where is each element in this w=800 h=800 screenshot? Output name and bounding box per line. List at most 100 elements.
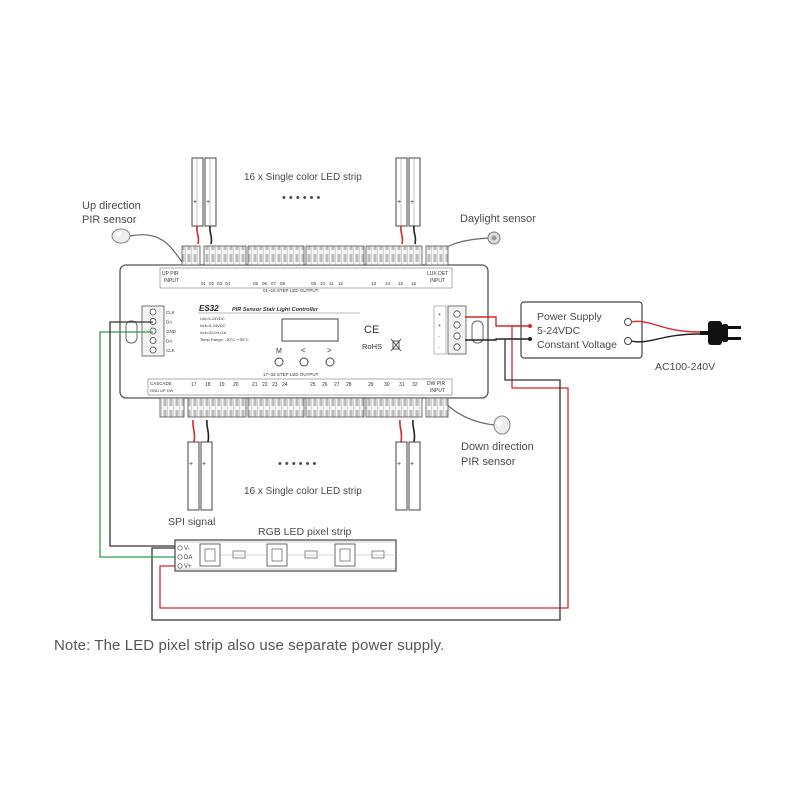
spi-pin-2 — [149, 327, 157, 335]
top-channel-09: 09 — [311, 281, 317, 286]
bottom-channel-28: 28 — [346, 382, 352, 388]
lux-det-input-label: LUX DET — [427, 271, 448, 277]
power-pin-1 — [453, 321, 461, 329]
top-led-strip-right: + + — [395, 157, 421, 245]
top-terminal-lux — [425, 245, 449, 266]
top-strip-dots: • • • • • • — [282, 192, 321, 204]
button-m-label: M — [276, 348, 282, 355]
bottom-channel-27: 27 — [334, 382, 340, 388]
step-top-label: 01~16 STEP LED OUTPUT — [263, 288, 319, 293]
up-pir-input-label-2: INPUT — [164, 278, 179, 284]
button-m[interactable] — [274, 357, 284, 367]
button-next[interactable] — [325, 357, 335, 367]
strip-power-negative-wire — [151, 338, 561, 621]
top-terminal-block-2 — [247, 245, 305, 266]
spi-pin-label-3: DA — [166, 339, 172, 344]
up-pir-label-1: Up direction — [82, 200, 141, 212]
bottom-channel-20: 20 — [233, 382, 239, 388]
power-pin-3 — [453, 343, 461, 351]
spec-line-1: Uin=5-24VDC — [200, 316, 225, 321]
ps-line-2: 5-24VDC — [537, 325, 581, 337]
cascade-pins-label: GND UP DW — [150, 388, 173, 393]
pin-v-minus: V- — [184, 546, 190, 552]
up-pir-sensor — [111, 228, 183, 263]
ac-label: AC100-240V — [655, 361, 715, 373]
svg-text:+: + — [202, 461, 206, 468]
svg-text:+: + — [193, 199, 197, 206]
spi-pin-4 — [149, 346, 157, 354]
top-led-strip-left: + + — [191, 157, 217, 245]
bottom-channel-26: 26 — [322, 382, 328, 388]
power-input-terminal — [447, 305, 467, 355]
button-prev[interactable] — [299, 357, 309, 367]
power-pin-label-2: - — [438, 334, 440, 340]
daylight-label: Daylight sensor — [460, 213, 536, 225]
top-channel-07: 07 — [271, 281, 277, 286]
power-pin-2 — [453, 332, 461, 340]
strip-power-positive-wire — [159, 325, 569, 609]
power-supply: Power Supply 5-24VDC Constant Voltage — [520, 301, 643, 359]
svg-text:+: + — [397, 199, 401, 206]
bottom-strip-dots: • • • • • • — [278, 458, 317, 470]
ps-line-3: Constant Voltage — [537, 339, 617, 351]
bottom-channel-24: 24 — [282, 382, 288, 388]
button-next-label: > — [327, 346, 332, 355]
pin-da: DA — [184, 555, 192, 561]
top-channel-01: 01 — [201, 281, 207, 286]
down-pir-label-2: PIR sensor — [461, 456, 516, 468]
svg-text:+: + — [410, 461, 414, 468]
ce-mark: CE — [364, 324, 379, 336]
bottom-channel-23: 23 — [272, 382, 278, 388]
bottom-channel-18: 18 — [205, 382, 211, 388]
ps-line-1: Power Supply — [537, 311, 603, 323]
bottom-led-strip-left: + + — [187, 419, 213, 511]
svg-text:+: + — [397, 461, 401, 468]
lux-det-input-label-2: INPUT — [430, 278, 445, 284]
power-pin-0 — [453, 310, 461, 318]
bottom-terminal-block-3 — [305, 397, 365, 418]
spi-pin-label-1: DA — [166, 320, 172, 325]
model-label: ES32 — [199, 304, 219, 313]
ac-plug — [630, 320, 741, 345]
spi-pin-label-2: GND — [166, 329, 177, 334]
down-pir-sensor — [435, 391, 511, 435]
svg-text:+: + — [206, 199, 210, 206]
top-channel-15: 15 — [398, 281, 404, 286]
spi-data-wire — [99, 331, 175, 558]
rgb-strip-label: RGB LED pixel strip — [258, 526, 352, 538]
top-channel-10: 10 — [320, 281, 326, 286]
step-bottom-label: 17~32 STEP LED OUTPUT — [263, 372, 319, 377]
bottom-channel-17: 17 — [191, 382, 197, 388]
bottom-led-strip-right: + + — [395, 419, 421, 511]
bottom-terminal-block-2 — [247, 397, 305, 418]
power-pin-label-0: + — [438, 312, 441, 318]
top-terminal-block-3 — [305, 245, 365, 266]
pin-v-plus: V+ — [184, 564, 192, 570]
spec-line-4: Temp Range: -30°C~+55°C — [200, 337, 249, 342]
svg-text:+: + — [189, 461, 193, 468]
top-channel-02: 02 — [209, 281, 215, 286]
top-terminal-up-pir — [181, 245, 201, 266]
bottom-channel-29: 29 — [368, 382, 374, 388]
top-channel-06: 06 — [262, 281, 268, 286]
spi-pin-3 — [149, 337, 157, 344]
spi-pin-label-0: CLK — [166, 310, 175, 315]
bottom-channel-22: 22 — [262, 382, 268, 388]
top-channel-13: 13 — [371, 281, 377, 286]
bottom-channel-19: 19 — [219, 382, 225, 388]
bottom-channel-25: 25 — [310, 382, 316, 388]
spi-signal-label: SPI signal — [168, 516, 215, 528]
down-pir-label-1: Down direction — [461, 441, 534, 453]
power-pin-label-1: + — [438, 323, 441, 329]
bottom-channel-31: 31 — [399, 382, 405, 388]
controller-title: PIR Sensor Stair Light Controller — [232, 307, 319, 313]
up-pir-label-2: PIR sensor — [82, 214, 137, 226]
bottom-terminal-dw — [425, 397, 449, 418]
top-channel-16: 16 — [411, 281, 417, 286]
power-pin-label-3: - — [438, 345, 440, 351]
rgb-pixel-strip: V- DA V+ — [174, 539, 397, 572]
cascade-label: CASCADE — [150, 381, 172, 386]
